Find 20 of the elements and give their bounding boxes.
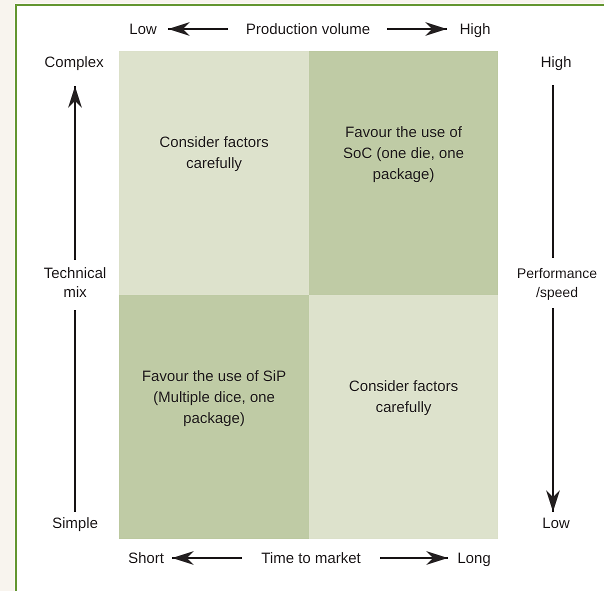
quadrant-cell [309, 295, 498, 539]
axis-title: Production volume [246, 20, 370, 39]
axis-end-label: Low [129, 20, 157, 39]
quadrant-cell [119, 51, 309, 295]
axis-end-label: High [540, 53, 572, 72]
quadrant-text: Consider factors carefully [348, 377, 460, 418]
axis-end-label: Low [542, 514, 570, 533]
quadrant-text: Favour the use of SoC (one die, one package) [342, 122, 465, 184]
axis-title: Time to market [261, 549, 361, 568]
axis-end-label: Long [457, 549, 491, 568]
quadrant-text: Favour the use of SiP (Multiple dice, one package) [140, 366, 288, 428]
axis-title: Performance /speed [516, 264, 598, 302]
axis-title: Technical mix [42, 264, 108, 302]
quadrant-text: Consider factors carefully [158, 133, 270, 174]
axis-end-label: Complex [44, 53, 104, 72]
quadrant-cell [309, 51, 498, 295]
quadrant-cell [119, 295, 309, 539]
axis-end-label: High [460, 20, 490, 39]
axis-end-label: Short [128, 549, 164, 568]
axis-end-label: Simple [52, 514, 98, 533]
